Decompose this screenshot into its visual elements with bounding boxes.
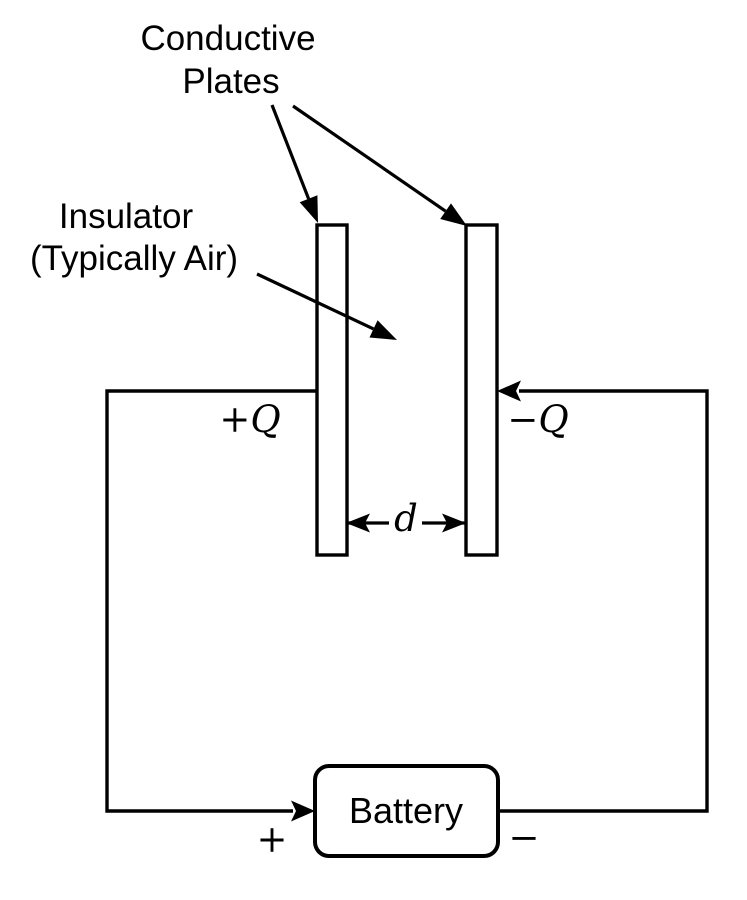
insulator-label-line1: Insulator (59, 197, 194, 236)
arrow-shaft (270, 104, 311, 200)
positive-charge-label: +Q (219, 398, 280, 441)
conductive-plates-label-line2: Plates (182, 62, 279, 101)
arrowhead (440, 203, 467, 226)
battery-label: Battery (349, 790, 463, 831)
conductive-plates-arrow-right (292, 104, 467, 226)
negative-charge-label: −Q (507, 398, 568, 441)
arrowhead (299, 195, 318, 223)
conductive-plates-label-line1: Conductive (140, 19, 315, 58)
battery-positive-terminal-label: + (256, 818, 287, 861)
wire-right-branch (498, 389, 709, 813)
arrow-shaft (292, 104, 447, 213)
wire-arrowhead-into-battery (291, 800, 315, 822)
wire-arrowhead-into-right-plate (497, 380, 521, 402)
wire-left-branch (105, 389, 317, 813)
dimension-arrowhead-right (442, 513, 466, 533)
left-plate (315, 223, 349, 557)
conductive-plates-arrow-left (270, 104, 318, 223)
insulator-arrow (256, 272, 397, 340)
arrow-shaft (256, 272, 375, 331)
battery-negative-terminal-label: − (508, 816, 539, 859)
right-plate (464, 223, 499, 557)
plate-distance-label: d (394, 497, 418, 540)
battery-box (313, 764, 500, 858)
plate-distance-dimension (346, 513, 466, 533)
dimension-arrowhead-left (346, 513, 370, 533)
arrowhead (369, 320, 397, 340)
insulator-label-line2: (Typically Air) (30, 239, 238, 278)
